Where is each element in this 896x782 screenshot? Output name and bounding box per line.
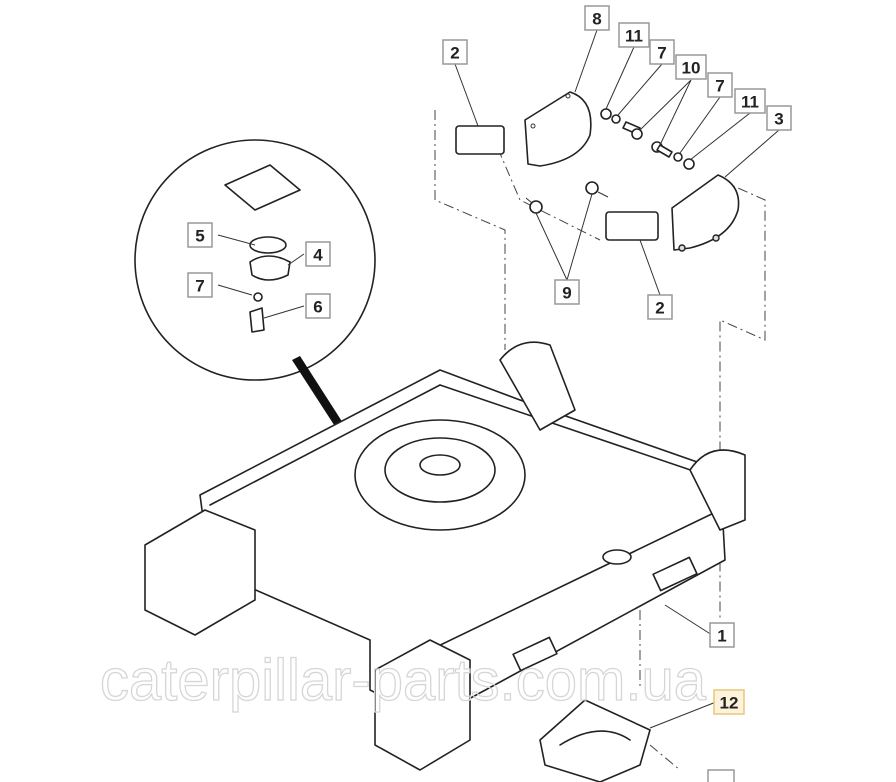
callout-number: 7 [715,77,724,96]
callout-box [187,272,213,298]
bolts-washers [525,108,695,214]
callout-box [305,293,331,319]
callout-number: 1 [717,627,726,646]
callout-box [647,294,673,320]
callout-box [187,222,213,248]
callout-c2a: 2 [442,39,468,65]
detail-magnifier [134,139,376,465]
callout-number: 9 [562,284,571,303]
callout-c1: 1 [709,622,735,648]
callout-c12: 12 [713,689,745,715]
callout-number: 3 [774,110,783,129]
callout-box [584,5,610,31]
callout-box [649,39,675,65]
lower-frame-1 [144,341,746,771]
callout-box [713,689,745,715]
callout-c7b: 7 [707,72,733,98]
watermark: caterpillar-parts.com.ua [100,648,707,713]
callout-box [305,241,331,267]
cover-plate-8 [524,91,592,167]
callout-number: 11 [625,27,643,46]
callout-c3: 3 [766,105,792,131]
callout-box [442,39,468,65]
callout-c5: 5 [187,222,213,248]
callout-c11b: 11 [734,88,766,114]
callout-number: 7 [657,44,666,63]
callout-number: 12 [720,694,739,713]
callout-number: 6 [313,298,322,317]
callout-box [734,88,766,114]
callout-box [707,72,733,98]
callout-c11a: 11 [618,22,650,48]
callout-number: 2 [655,299,664,318]
callout-box [618,22,650,48]
callout-box [766,105,792,131]
callout-c10: 10 [675,54,707,80]
callout-c8: 8 [584,5,610,31]
callout-number: 10 [682,59,701,78]
shim-plate-2-lower [605,211,659,241]
shim-plate-2-upper [455,125,505,155]
mount-bracket-12 [539,699,651,782]
callout-c2b: 2 [647,294,673,320]
callout-box [709,622,735,648]
callout-box [554,279,580,305]
cover-plate-3 [671,174,740,252]
leader-lines [217,29,780,729]
callout-box [675,54,707,80]
callout-c7a: 7 [649,39,675,65]
callout-number: 7 [195,277,204,296]
callout-c4: 4 [305,241,331,267]
callout-number: 11 [741,93,759,112]
callout-partial [707,769,735,782]
callout-number: 4 [313,246,323,265]
callout-number: 2 [450,44,459,63]
callout-number: 5 [195,227,204,246]
callout-labels: 8 11 7 10 7 11 3 2 9 2 5 4 7 6 1 12 [187,5,792,715]
callout-c7c: 7 [187,272,213,298]
callout-c6: 6 [305,293,331,319]
callout-c9: 9 [554,279,580,305]
callout-number: 8 [592,10,601,29]
